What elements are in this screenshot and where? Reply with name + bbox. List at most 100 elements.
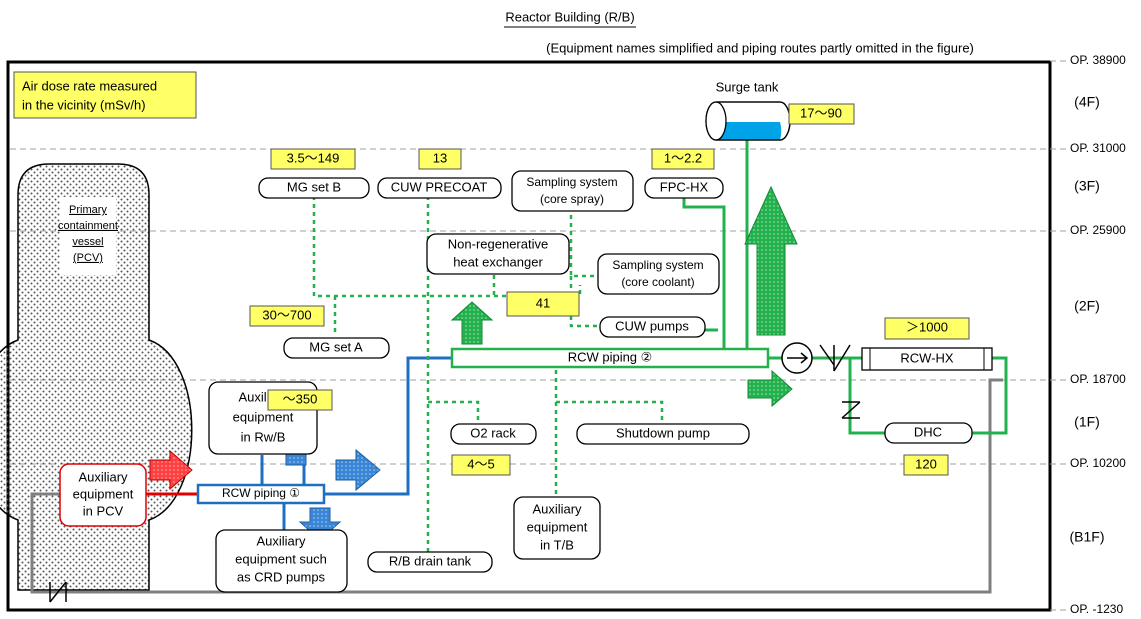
green-dhc-return [972, 380, 1008, 435]
sampling-core-coolant-line2: (core coolant) [621, 275, 694, 289]
legend-line-2: in the vicinity (mSv/h) [22, 97, 146, 112]
diagram-title: Reactor Building (R/B) [505, 9, 634, 24]
aux-crd-line3: as CRD pumps [237, 569, 326, 584]
cuw-pumps-box [599, 316, 706, 338]
pump-arrowhead [800, 352, 809, 364]
blue-right-arrow [335, 448, 381, 492]
aux-pcv-line3: in PCV [83, 503, 124, 518]
aux-pcv-line1: Auxiliary [78, 469, 128, 484]
dashed-o2-rack [428, 400, 480, 421]
dose-rwb [267, 389, 333, 411]
floor-label-4f: (4F) [1074, 94, 1100, 110]
check-valve-vertical [841, 401, 861, 419]
blue-rcw-to-rcw2 [324, 356, 452, 496]
aux-crd-line1: Auxiliary [256, 533, 306, 548]
aux-tb-line2: equipment [527, 519, 588, 534]
rcw-hx-label: RCW-HX [900, 350, 954, 365]
dose-rcw-piping-2 [506, 291, 580, 317]
aux-rwb-line2: equipment [233, 409, 294, 424]
rcw-piping-2-label: RCW piping ② [568, 349, 653, 364]
surge-tank [705, 101, 791, 141]
pcv-label-line2: containment [58, 220, 118, 232]
op-label: OP. 31000 [1070, 141, 1126, 155]
check-valve-bottom [49, 581, 67, 603]
non-regen-hx-line1: Non-regenerative [448, 236, 548, 251]
building-frame [6, 60, 1052, 612]
aux-tb-line3: in T/B [540, 537, 574, 552]
dose-rcw-hx-value: ＞1000 [906, 319, 948, 334]
dose-rate-legend [13, 71, 197, 119]
pcv-label-line3: vessel [72, 236, 103, 248]
dose-mg-set-a-value: 30～700 [262, 307, 311, 322]
pcv-label-line4: (PCV) [73, 252, 103, 264]
op-label: OP. 18700 [1070, 372, 1126, 386]
dose-o2-rack-value: 4～5 [467, 456, 494, 471]
green-up-arrow-small [450, 301, 494, 345]
green-to-dhc [848, 358, 885, 435]
fpc-hx-box [644, 177, 724, 199]
green-up-arrow-large [744, 185, 798, 336]
sampling-core-spray-box [511, 170, 634, 212]
dose-cuw-precoat-value: 13 [433, 150, 447, 165]
op-label: OP. 10200 [1070, 456, 1126, 470]
mg-set-a-box [283, 337, 390, 359]
fpc-hx-label: FPC-HX [660, 179, 709, 194]
aux-tb-box [513, 496, 601, 560]
dose-mg-set-a [249, 305, 325, 327]
dashed-mg-b [312, 196, 582, 298]
pcv-label-bg [60, 197, 116, 275]
aux-rwb-line3: in Rw/B [241, 429, 286, 444]
red-right-arrow [149, 449, 193, 491]
dose-cuw-precoat [418, 148, 462, 170]
dose-dhc [903, 454, 949, 476]
cuw-precoat-box [377, 177, 502, 199]
dose-mg-set-b-value: 3.5～149 [287, 150, 340, 165]
dose-fpc-hx-value: 1～2.2 [664, 150, 702, 165]
o2-rack-label: O2 rack [470, 425, 516, 440]
dose-mg-set-b [270, 148, 356, 170]
dashed-sampling-spray [569, 207, 600, 278]
gray-return-piping [30, 378, 1003, 594]
legend-line-1: Air dose rate measured [22, 78, 157, 93]
dhc-box [884, 422, 973, 444]
mg-set-b-label: MG set B [287, 179, 341, 194]
shutdown-pump-label: Shutdown pump [616, 425, 710, 440]
diagram-subtitle: (Equipment names simplified and piping r… [546, 40, 974, 55]
non-regen-hx-box [426, 233, 570, 275]
green-right-arrow [747, 369, 793, 408]
pcv-label-line1: Primary [69, 204, 107, 216]
floor-label-1f: (1F) [1074, 414, 1100, 430]
aux-pcv-line2: equipment [73, 486, 134, 501]
rb-drain-tank-box [367, 551, 493, 573]
dose-rcw-hx [884, 317, 970, 340]
op-label: OP. 38900 [1070, 53, 1126, 67]
dose-rcw-piping-2-value: 41 [536, 295, 550, 310]
mg-set-a-label: MG set A [309, 339, 363, 354]
cuw-pumps-label: CUW pumps [615, 318, 689, 333]
dhc-label: DHC [914, 424, 942, 439]
shutdown-pump-box [576, 423, 750, 445]
aux-pcv-box [59, 463, 147, 527]
sampling-core-coolant-box [597, 253, 720, 295]
dose-surge-tank [788, 103, 855, 125]
rcw-piping-1-label: RCW piping ① [222, 486, 300, 500]
green-hx-out [992, 356, 1008, 380]
cuw-precoat-label: CUW PRECOAT [391, 179, 488, 194]
non-regen-hx-line2: heat exchanger [453, 254, 543, 269]
dose-surge-tank-value: 17～90 [800, 105, 842, 120]
floor-label-2f: (2F) [1074, 298, 1100, 314]
sampling-core-spray-line2: (core spray) [540, 192, 604, 206]
dose-o2-rack [451, 454, 511, 476]
floor-label-b1f: (B1F) [1070, 529, 1105, 545]
aux-crd-line2: equipment such [235, 551, 327, 566]
dose-dhc-value: 120 [915, 456, 937, 471]
green-fpc-down [682, 196, 726, 349]
o2-rack-box [450, 423, 537, 445]
sampling-core-spray-line1: Sampling system [526, 175, 617, 189]
op-label: OP. -1230 [1070, 602, 1123, 616]
mg-set-b-box [258, 177, 370, 199]
rb-drain-tank-label: R/B drain tank [389, 553, 472, 568]
floor-label-3f: (3F) [1074, 178, 1100, 194]
dose-rwb-value: ～350 [283, 391, 318, 406]
